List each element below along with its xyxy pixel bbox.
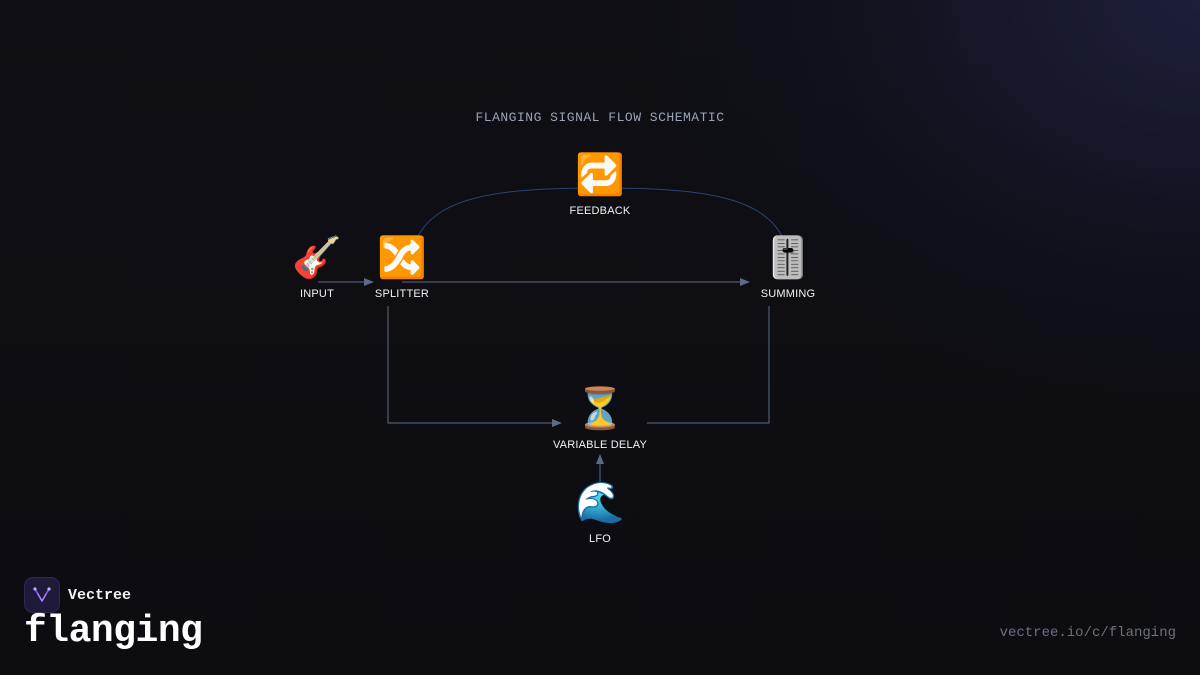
source-url: vectree.io/c/flanging	[999, 625, 1176, 641]
node-feedback: 🔁 FEEDBACK	[540, 151, 660, 217]
edge-feedback-loop	[417, 187, 783, 237]
node-splitter: 🔀 SPLITTER	[342, 234, 462, 300]
water-wave-icon: 🌊	[575, 480, 625, 526]
shuffle-icon: 🔀	[377, 235, 427, 281]
node-input-label: INPUT	[300, 288, 334, 300]
node-summing-label: SUMMING	[760, 288, 816, 300]
brand-name: Vectree	[68, 586, 132, 604]
node-feedback-label: FEEDBACK	[569, 205, 631, 217]
node-summing: 🎚️ SUMMING	[728, 234, 848, 300]
node-variable-delay-label: VARIABLE DELAY	[552, 439, 648, 451]
diagram-title: FLANGING SIGNAL FLOW SCHEMATIC	[475, 110, 725, 125]
edge-splitter-delay	[387, 306, 562, 427]
node-splitter-label: SPLITTER	[374, 288, 430, 300]
level-slider-icon: 🎚️	[763, 235, 813, 281]
brand-header: Vectree	[24, 577, 131, 613]
edge-delay-summing	[647, 306, 770, 424]
vectree-logo-icon	[24, 577, 60, 613]
repeat-icon: 🔁	[575, 152, 625, 198]
topic-title: flanging	[24, 610, 203, 653]
node-variable-delay: ⏳ VARIABLE DELAY	[540, 385, 660, 451]
hourglass-icon: ⏳	[575, 386, 625, 432]
node-lfo-label: LFO	[589, 533, 611, 545]
node-lfo: 🌊 LFO	[540, 479, 660, 545]
node-input: 🎸 INPUT	[257, 234, 377, 300]
guitar-icon: 🎸	[292, 235, 342, 281]
